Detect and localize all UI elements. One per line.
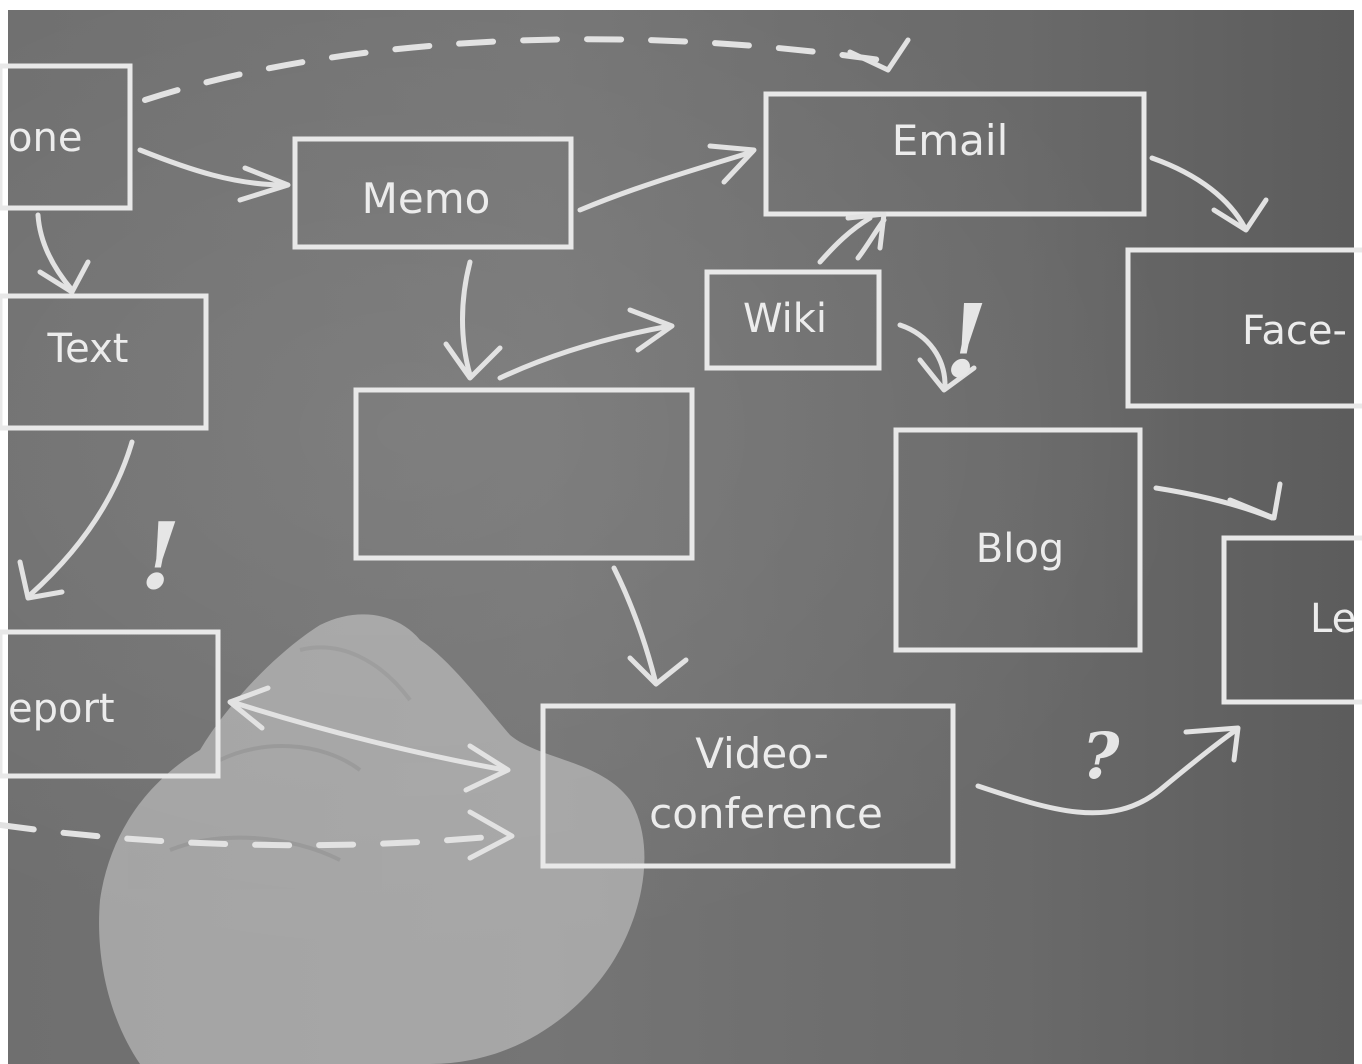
- arrow-phone-to-memo: [137, 147, 288, 188]
- arrow-empty-to-video: [611, 565, 658, 683]
- arrowhead-letter-from-video: [1183, 725, 1241, 763]
- dashed-arrowhead-email: [847, 37, 911, 73]
- arrow-blog-to-letter: [1153, 485, 1275, 521]
- arrowhead-email-from-wiki: [845, 211, 887, 251]
- wiki-label: Wiki: [743, 296, 827, 342]
- arrowhead-facebook: [1211, 197, 1269, 233]
- arrowhead-text: [37, 259, 91, 295]
- arrowhead-report-side: [227, 685, 271, 731]
- videoconference-label-line2: conference: [649, 789, 883, 838]
- report-label: eport: [8, 686, 115, 732]
- arrow-memo-to-empty: [460, 259, 473, 378]
- facebook-box: [1125, 247, 1362, 409]
- phone-label: one: [8, 115, 82, 161]
- facebook-label: Face-: [1242, 308, 1347, 354]
- phone-box: [0, 63, 133, 211]
- arrowhead-video-side: [463, 743, 511, 793]
- dashed-arrow-report-to-video: [0, 822, 513, 849]
- arrow-empty-to-wiki: [497, 323, 673, 381]
- text-box: [0, 293, 209, 431]
- dashed-arrow-phone-to-email: [142, 36, 883, 103]
- text-label: Text: [47, 326, 129, 372]
- memo-box: [292, 136, 574, 250]
- arrow-email-to-facebook: [1149, 155, 1248, 231]
- memo-label: Memo: [362, 174, 491, 223]
- letter-label: Le: [1310, 596, 1356, 642]
- arrowhead-video-from-empty: [627, 655, 689, 687]
- wiki-box: [704, 269, 882, 371]
- blog-box: [893, 427, 1143, 653]
- arrow-video-to-letter: [975, 727, 1239, 816]
- arrowhead-blog: [917, 357, 977, 393]
- arrowhead-wiki: [627, 307, 675, 353]
- email-label: Email: [892, 116, 1009, 165]
- question-mark: ?: [1082, 719, 1120, 794]
- report-box: [0, 629, 221, 779]
- arrowhead-report: [17, 559, 65, 601]
- arrowhead-empty: [443, 341, 503, 381]
- videoconference-box: [540, 703, 956, 869]
- arrow-wiki-to-email: [817, 215, 873, 265]
- hand-image: [99, 614, 645, 1064]
- arrow-text-to-report: [27, 439, 135, 598]
- arrow-phone-to-text: [35, 212, 75, 293]
- dashed-arrowhead-video: [467, 809, 515, 861]
- videoconference-label-line1: Video-: [695, 729, 829, 778]
- arrowhead-letter: [1227, 481, 1283, 521]
- exclamation-mark-left: !: [140, 502, 180, 610]
- arrow-wiki-to-blog: [897, 322, 948, 388]
- empty-box: [353, 387, 695, 561]
- arrow-memo-to-email: [577, 149, 755, 213]
- exclamation-mark-right: !: [944, 282, 988, 400]
- arrowhead-email-from-memo: [707, 143, 757, 185]
- email-box: [763, 91, 1147, 217]
- blog-label: Blog: [976, 526, 1064, 572]
- arrowhead-memo: [237, 165, 291, 203]
- letter-box: [1221, 535, 1362, 705]
- arrow-report-video-bidirectional: [229, 699, 508, 773]
